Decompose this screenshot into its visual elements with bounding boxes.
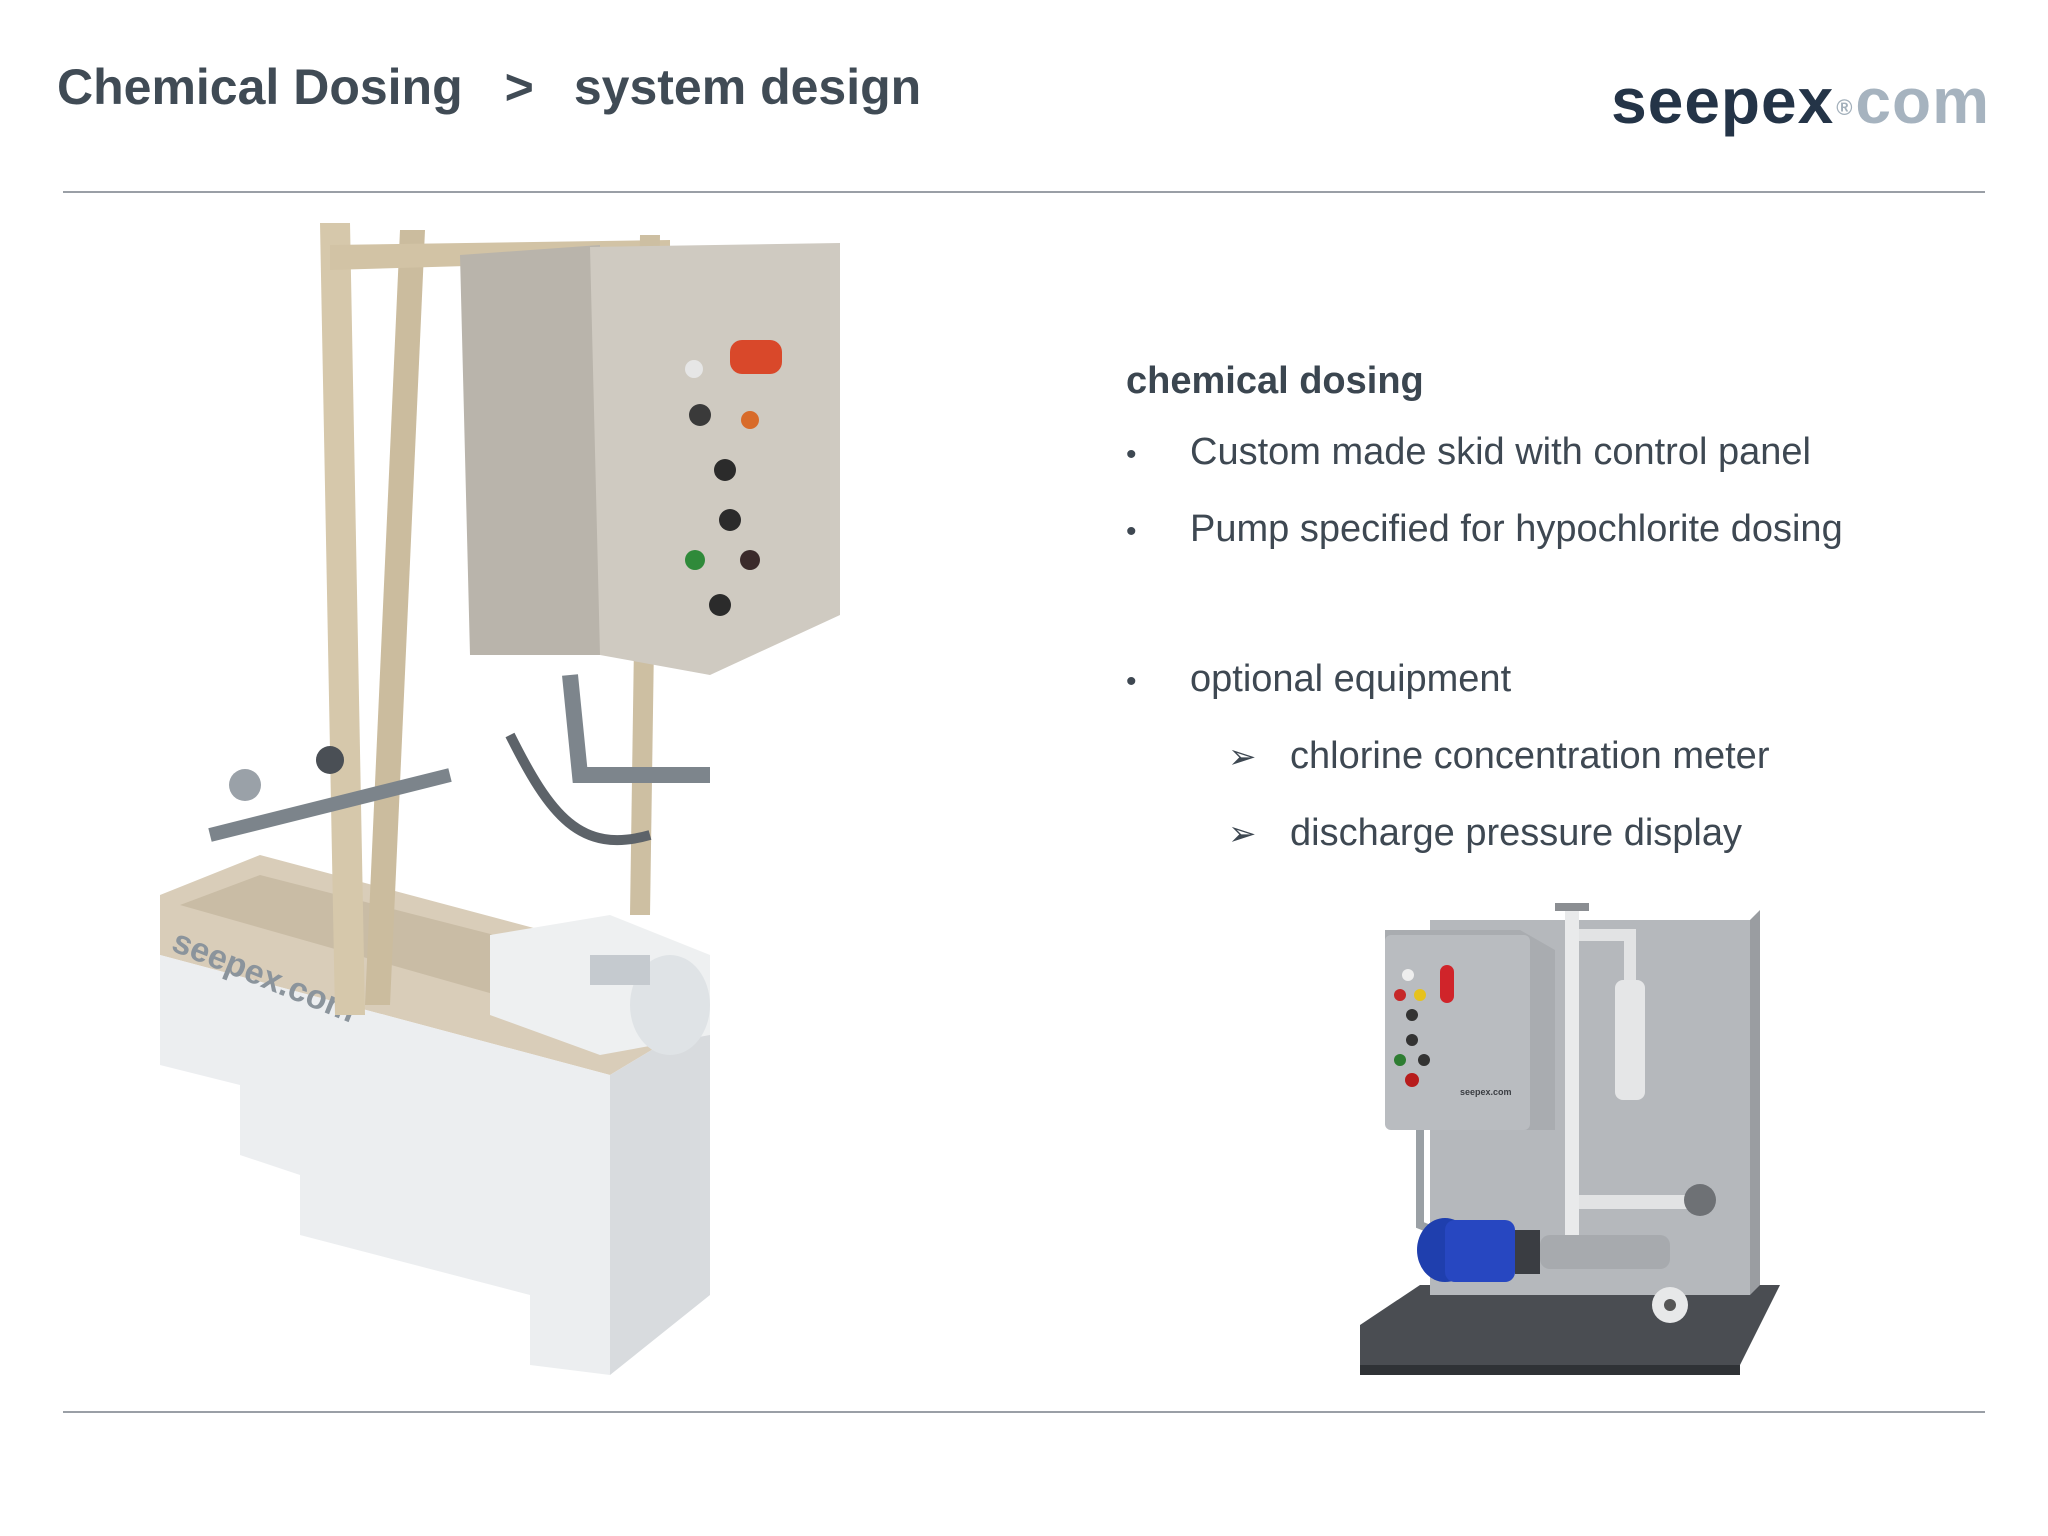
bullet-item: • Pump specified for hypochlorite dosing	[1126, 508, 2006, 551]
bullet-dot-icon: •	[1126, 515, 1137, 548]
logo-name: seepex	[1611, 65, 1835, 137]
arrowhead-icon: ➢	[1228, 738, 1257, 776]
bullet-text: Pump specified for hypochlorite dosing	[1190, 508, 1843, 550]
sub-bullet-text: discharge pressure display	[1290, 812, 1743, 854]
dosing-skid-photo: seepex.com	[160, 223, 840, 1375]
logo-dot: ®	[1836, 95, 1854, 120]
bullet-text: Custom made skid with control panel	[1190, 431, 1811, 473]
footer-divider	[63, 1411, 1985, 1413]
text-content: chemical dosing • Custom made skid with …	[1126, 360, 2006, 889]
title-section: Chemical Dosing	[57, 59, 463, 115]
logo-tld: com	[1855, 65, 1990, 137]
dosing-unit-render: seepex.com	[1360, 903, 1780, 1375]
sub-bullet-text: chlorine concentration meter	[1290, 735, 1770, 777]
title-separator: >	[504, 59, 534, 115]
sub-bullet-item: ➢ discharge pressure display	[1228, 812, 2006, 855]
bullet-dot-icon: •	[1126, 438, 1137, 471]
bullet-text: optional equipment	[1190, 658, 1512, 700]
bullet-dot-icon: •	[1126, 665, 1137, 698]
page-title: Chemical Dosing > system design	[57, 58, 921, 116]
content-heading: chemical dosing	[1126, 360, 1424, 402]
header-divider	[63, 191, 1985, 193]
arrowhead-icon: ➢	[1228, 815, 1257, 853]
sub-bullet-item: ➢ chlorine concentration meter	[1228, 735, 2006, 778]
bullet-item: • Custom made skid with control panel	[1126, 431, 2006, 474]
bullet-item: • optional equipment	[1126, 658, 2006, 701]
render-branding: seepex.com	[1460, 1087, 1512, 1097]
title-page: system design	[573, 59, 922, 115]
seepex-logo: seepex®com	[1611, 64, 1990, 138]
